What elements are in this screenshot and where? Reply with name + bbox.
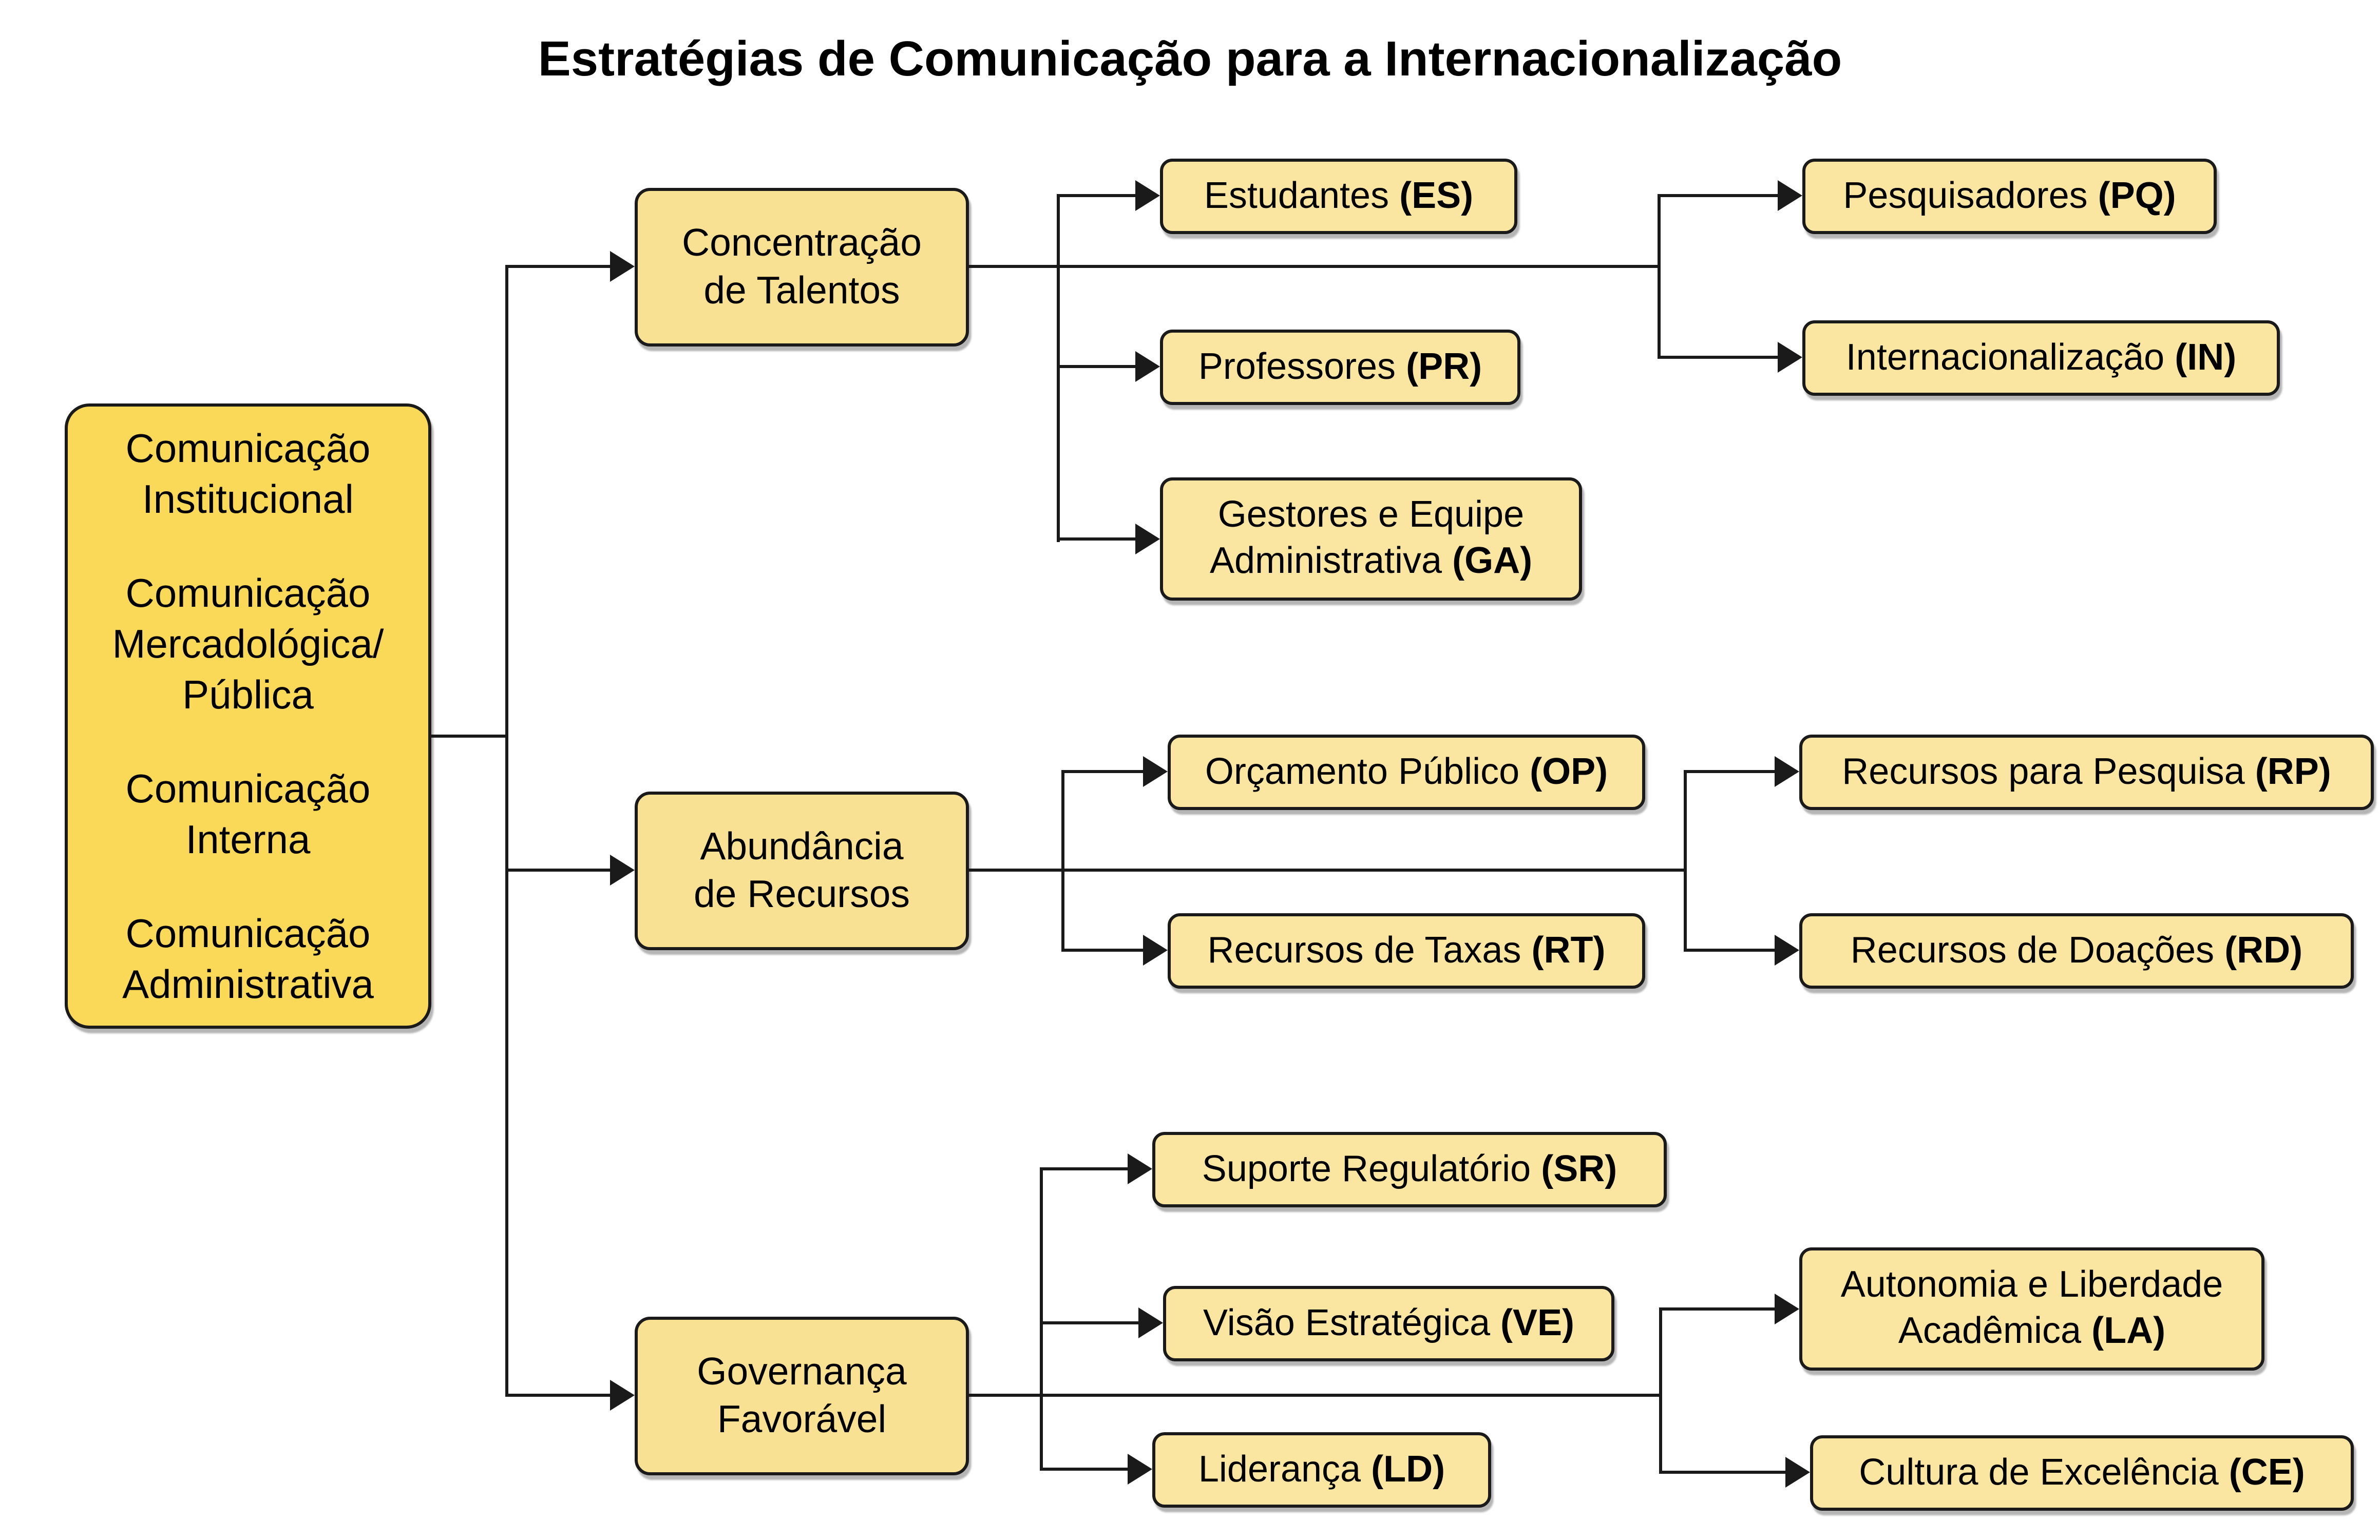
connector-line bbox=[430, 735, 507, 738]
arrowhead-icon bbox=[1128, 1454, 1152, 1485]
connector-line bbox=[1684, 770, 1776, 773]
leaf-label: Cultura de Excelência (CE) bbox=[1859, 1451, 2305, 1493]
connector-line bbox=[1057, 194, 1137, 197]
node-internacionalizacao: Internacionalização (IN) bbox=[1802, 320, 2280, 396]
node-professores: Professores (PR) bbox=[1160, 330, 1520, 405]
arrowhead-icon bbox=[610, 1380, 635, 1411]
leaf-label: Liderança (LD) bbox=[1198, 1448, 1445, 1490]
arrowhead-icon bbox=[610, 251, 635, 282]
arrowhead-icon bbox=[1775, 756, 1799, 787]
arrowhead-icon bbox=[1778, 180, 1802, 211]
connector-line bbox=[967, 1394, 1662, 1397]
node-lideranca: Liderança (LD) bbox=[1152, 1432, 1491, 1508]
node-cultura-excelencia: Cultura de Excelência (CE) bbox=[1810, 1435, 2354, 1511]
node-pesquisadores: Pesquisadores (PQ) bbox=[1802, 159, 2217, 234]
connector-line bbox=[967, 265, 1659, 268]
connector-line bbox=[1040, 1167, 1129, 1170]
arrowhead-icon bbox=[1135, 351, 1160, 382]
connector-line bbox=[505, 265, 613, 268]
arrowhead-icon bbox=[1135, 180, 1160, 211]
arrowhead-icon bbox=[1778, 342, 1802, 373]
node-recursos-taxas: Recursos de Taxas (RT) bbox=[1168, 913, 1645, 989]
leaf-label: Visão Estratégica (VE) bbox=[1203, 1302, 1574, 1344]
leaf-label: Recursos de Taxas (RT) bbox=[1207, 929, 1606, 971]
node-orcamento-publico: Orçamento Público (OP) bbox=[1168, 735, 1645, 810]
node-estudantes: Estudantes (ES) bbox=[1160, 159, 1517, 234]
arrowhead-icon bbox=[610, 855, 635, 886]
connector-line bbox=[505, 1394, 613, 1397]
connector-line bbox=[505, 869, 613, 872]
connector-line bbox=[1659, 1307, 1776, 1311]
connector-line bbox=[1061, 770, 1064, 952]
connector-line bbox=[505, 265, 508, 1397]
leaf-label: Recursos de Doações (RD) bbox=[1850, 929, 2303, 971]
leaf-label: Suporte Regulatório (SR) bbox=[1202, 1148, 1617, 1190]
arrowhead-icon bbox=[1143, 756, 1168, 787]
arrowhead-icon bbox=[1128, 1153, 1152, 1184]
node-recursos-doacoes: Recursos de Doações (RD) bbox=[1799, 913, 2354, 989]
leaf-label: Estudantes (ES) bbox=[1204, 175, 1474, 217]
arrowhead-icon bbox=[1135, 524, 1160, 554]
arrowhead-icon bbox=[1775, 1294, 1799, 1324]
connector-line bbox=[1684, 770, 1687, 952]
arrowhead-icon bbox=[1785, 1457, 1810, 1488]
connector-line bbox=[1057, 537, 1137, 541]
connector-line bbox=[1659, 1471, 1787, 1474]
leaf-label: Recursos para Pesquisa (RP) bbox=[1842, 750, 2331, 793]
connector-line bbox=[1658, 194, 1661, 359]
connector-line bbox=[1040, 1167, 1043, 1471]
connector-line bbox=[1061, 770, 1145, 773]
arrowhead-icon bbox=[1138, 1307, 1163, 1338]
node-visao-estrategica: Visão Estratégica (VE) bbox=[1163, 1286, 1614, 1361]
connector-line bbox=[1057, 194, 1060, 542]
connector-line bbox=[1040, 1321, 1140, 1324]
diagram-title: Estratégias de Comunicação para a Intern… bbox=[538, 31, 1842, 86]
leaf-label: Pesquisadores (PQ) bbox=[1843, 175, 2176, 217]
connector-line bbox=[1061, 949, 1145, 952]
connector-line bbox=[1659, 1307, 1662, 1474]
leaf-label: Professores (PR) bbox=[1198, 345, 1482, 388]
connector-line bbox=[967, 869, 1685, 872]
node-recursos-pesquisa: Recursos para Pesquisa (RP) bbox=[1799, 735, 2374, 810]
leaf-label: Internacionalização (IN) bbox=[1845, 336, 2237, 378]
connector-line bbox=[1057, 365, 1137, 368]
node-suporte-regulatorio: Suporte Regulatório (SR) bbox=[1152, 1132, 1667, 1207]
connector-line bbox=[1684, 949, 1776, 952]
connector-line bbox=[1658, 194, 1779, 197]
connector-line bbox=[1658, 356, 1779, 359]
connector-line bbox=[1040, 1468, 1129, 1471]
arrowhead-icon bbox=[1775, 935, 1799, 966]
arrowhead-icon bbox=[1143, 935, 1168, 966]
leaf-label: Orçamento Público (OP) bbox=[1205, 750, 1608, 793]
